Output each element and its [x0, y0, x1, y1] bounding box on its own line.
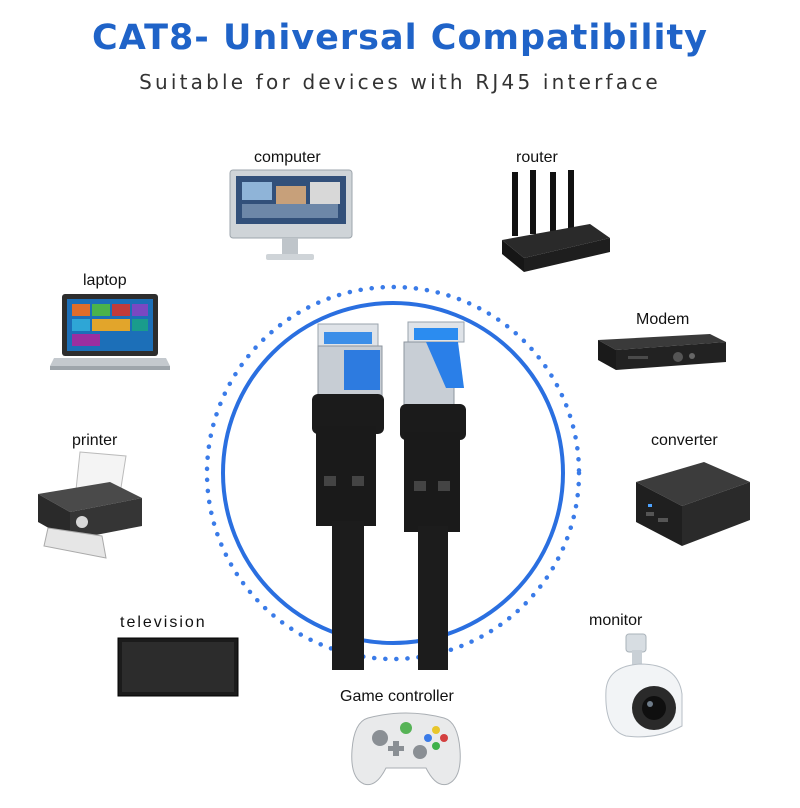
- game-controller-icon: [350, 706, 462, 788]
- device-label-game-controller: Game controller: [340, 688, 454, 705]
- page-title: CAT8- Universal Compatibility: [92, 18, 708, 58]
- page-subtitle: Suitable for devices with RJ45 interface: [139, 70, 661, 94]
- device-label-router: router: [516, 149, 558, 166]
- cable-ring: [196, 276, 590, 670]
- device-label-computer: computer: [254, 149, 321, 166]
- ethernet-cable-icon: [312, 321, 466, 670]
- computer-icon: [220, 168, 360, 266]
- device-label-television: television: [120, 614, 207, 631]
- device-label-converter: converter: [651, 432, 718, 449]
- television-icon: [116, 636, 240, 700]
- printer-icon: [30, 450, 146, 560]
- device-label-laptop: laptop: [83, 272, 127, 289]
- camera-icon: [596, 632, 690, 742]
- device-label-modem: Modem: [636, 311, 690, 328]
- device-label-printer: printer: [72, 432, 118, 449]
- modem-icon: [592, 330, 730, 376]
- device-label-monitor: monitor: [589, 612, 643, 629]
- router-icon: [494, 168, 616, 276]
- laptop-icon: [50, 292, 172, 376]
- converter-icon: [632, 454, 754, 550]
